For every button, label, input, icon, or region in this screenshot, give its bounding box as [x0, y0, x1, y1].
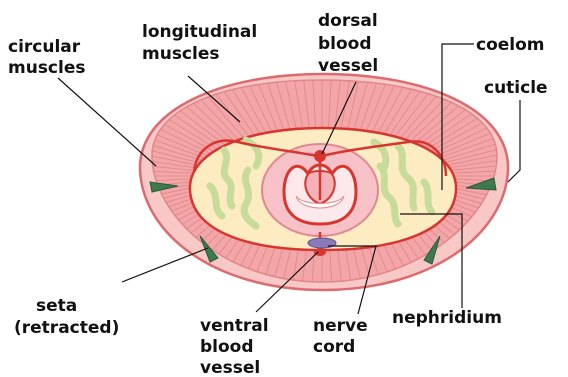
label-dorsal-blood-vessel: dorsal blood vessel — [318, 11, 384, 76]
label-coelom: coelom — [476, 35, 545, 55]
leader-seta — [122, 248, 208, 282]
label-nerve-cord: nerve cord — [313, 316, 374, 357]
leader-cuticle — [508, 100, 520, 182]
label-seta-retracted: seta (retracted) — [14, 296, 119, 338]
leader-circular-muscles — [58, 78, 156, 166]
label-circular-muscles: circular muscles — [8, 37, 86, 78]
label-cuticle: cuticle — [484, 78, 548, 98]
label-longitudinal-muscles: longitudinal muscles — [142, 22, 263, 64]
dorsal-blood-vessel — [314, 150, 326, 162]
label-ventral-blood-vessel: ventral blood vessel — [200, 316, 274, 377]
label-nephridium: nephridium — [392, 308, 502, 328]
